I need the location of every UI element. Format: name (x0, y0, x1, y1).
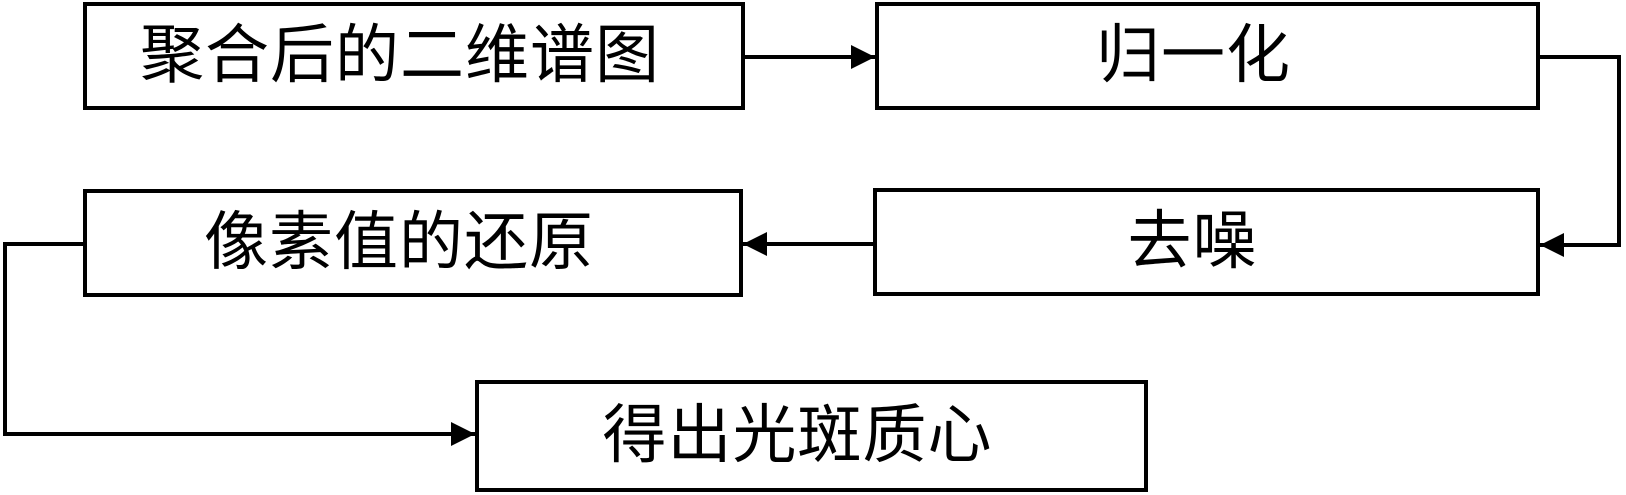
node-aggregated-2d-spectrogram-label: 聚合后的二维谱图 (140, 20, 660, 91)
node-spot-centroid-result: 得出光斑质心 (475, 380, 1148, 492)
arrow-restoration-to-centroid (3, 242, 475, 446)
arrow-normalization-to-denoising (1540, 55, 1621, 257)
node-spot-centroid-result-label: 得出光斑质心 (602, 400, 993, 471)
node-normalization-label: 归一化 (1096, 20, 1291, 91)
node-pixel-value-restoration: 像素值的还原 (83, 189, 743, 297)
node-denoising: 去噪 (873, 188, 1540, 296)
node-pixel-value-restoration-label: 像素值的还原 (204, 207, 594, 278)
node-normalization: 归一化 (875, 2, 1540, 110)
node-denoising-label: 去噪 (1127, 206, 1258, 277)
node-aggregated-2d-spectrogram: 聚合后的二维谱图 (83, 2, 745, 110)
